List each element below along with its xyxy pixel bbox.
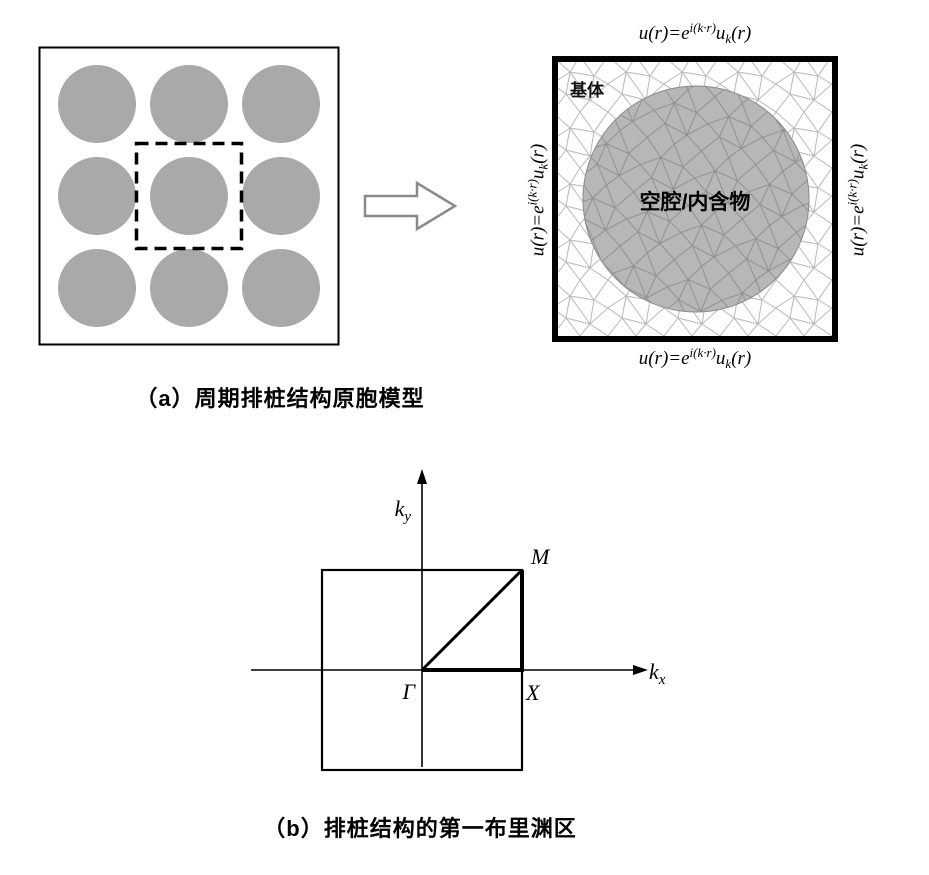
bc-formula-top: u(r)=ei(k·r)uk(r) — [552, 20, 838, 47]
formula-pre: u(r)=e — [527, 205, 549, 257]
inclusion-label: 空腔/内含物 — [639, 191, 751, 214]
ky-sub: y — [402, 509, 411, 525]
formula-subscript: k — [855, 163, 871, 170]
gamma-m-path — [420, 568, 524, 672]
formula-arg: (r) — [527, 143, 549, 164]
bc-formula-left: u(r)=ei(k·r)uk(r) — [525, 144, 552, 257]
periodic-lattice-diagram — [38, 46, 340, 346]
formula-exponent: i(k·r) — [524, 179, 540, 206]
caption-panel-b: （b）排桩结构的第一布里渊区 — [263, 816, 577, 841]
formula-base: u — [847, 169, 869, 180]
unit-cell-highlight — [134, 141, 244, 251]
formula-subscript: k — [535, 163, 551, 170]
formula-exponent: i(k·r) — [689, 345, 716, 360]
ky-axis-label: ky — [395, 496, 412, 525]
formula-subscript: k — [725, 31, 732, 46]
lattice-circle — [242, 65, 320, 143]
formula-base: u — [715, 348, 726, 369]
lattice-circle — [150, 249, 228, 327]
formula-base: u — [715, 23, 726, 44]
unit-cell-mesh-diagram — [552, 56, 838, 342]
gamma-point-label: Γ — [401, 679, 416, 704]
kx-axis-arrowhead — [633, 665, 648, 675]
inclusion-mesh — [583, 86, 809, 312]
kx-base: k — [649, 659, 660, 684]
arrow-shape — [363, 180, 458, 232]
lattice-circle — [58, 65, 136, 143]
formula-subscript: k — [725, 356, 732, 371]
bc-formula-bottom: u(r)=ei(k·r)uk(r) — [552, 345, 838, 372]
formula-pre: u(r)=e — [638, 348, 690, 369]
brillouin-zone-diagram: ky kx M Γ X — [251, 469, 666, 772]
right-arrow-icon — [363, 180, 458, 232]
kx-sub: x — [658, 672, 666, 688]
lattice-circle — [58, 249, 136, 327]
unit-cell-boundary — [552, 56, 838, 342]
kx-axis-label: kx — [649, 659, 666, 688]
formula-pre: u(r)=e — [847, 205, 869, 257]
formula-arg: (r) — [731, 23, 752, 44]
ky-base: k — [395, 496, 406, 521]
x-point-label: X — [525, 680, 541, 705]
formula-exponent: i(k·r) — [844, 179, 860, 206]
formula-arg: (r) — [847, 143, 869, 164]
formula-pre: u(r)=e — [638, 23, 690, 44]
matrix-label: 基体 — [570, 81, 604, 100]
formula-arg: (r) — [731, 348, 752, 369]
lattice-circle — [58, 157, 136, 235]
m-point-label: M — [530, 544, 551, 569]
bc-formula-right: u(r)=ei(k·r)uk(r) — [845, 144, 872, 257]
lattice-circle — [242, 157, 320, 235]
caption-panel-a: （a）周期排桩结构原胞模型 — [135, 386, 425, 411]
ky-axis-arrowhead — [417, 469, 427, 484]
lattice-circle — [242, 249, 320, 327]
formula-base: u — [527, 169, 549, 180]
lattice-circle — [150, 157, 228, 235]
lattice-circle — [150, 65, 228, 143]
formula-exponent: i(k·r) — [689, 20, 716, 35]
